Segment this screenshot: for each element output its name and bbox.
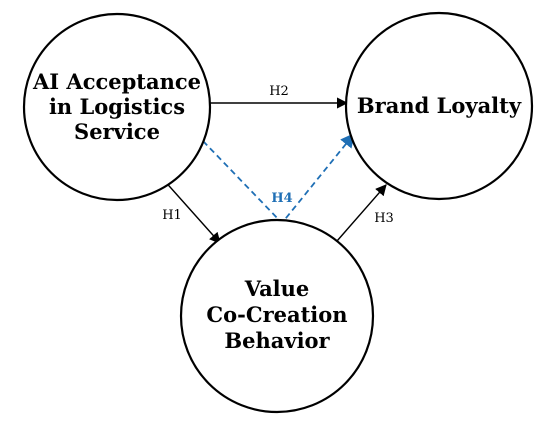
edge-label-h4: H4 (271, 191, 292, 206)
edge-h3-arrow (336, 184, 387, 242)
node-brand-loyalty-line-1: Brand Loyalty (357, 93, 522, 118)
edge-label-h2: H2 (269, 84, 289, 99)
node-ai-acceptance-line-2: in Logistics (49, 94, 185, 119)
edge-label-h3: H3 (374, 211, 394, 226)
node-brand-loyalty: Brand Loyalty (344, 11, 534, 201)
node-ai-acceptance-line-3: Service (74, 119, 160, 144)
node-value-cocreation-line-2: Co-Creation (206, 302, 347, 327)
node-ai-acceptance: AI Acceptance in Logistics Service (22, 12, 212, 202)
node-ai-acceptance-circle (22, 12, 212, 202)
edge-h1-arrow (161, 177, 221, 244)
node-ai-acceptance-line-1: AI Acceptance (32, 69, 201, 94)
node-value-cocreation-line-1: Value (244, 276, 310, 301)
node-value-cocreation: Value Co-Creation Behavior (179, 218, 375, 414)
node-value-cocreation-line-3: Behavior (224, 328, 330, 353)
edge-label-h1: H1 (162, 208, 182, 223)
node-value-cocreation-circle (179, 218, 375, 414)
node-brand-loyalty-circle (344, 11, 534, 201)
edge-h4-dashed-arrow (202, 132, 355, 225)
